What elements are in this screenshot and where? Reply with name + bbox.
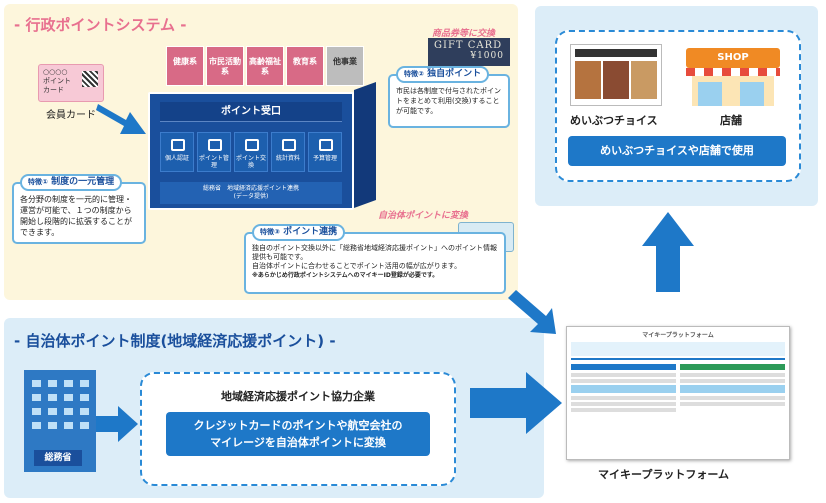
category-other: 他事業 bbox=[326, 46, 364, 86]
qr-code-icon bbox=[82, 71, 98, 87]
building-side bbox=[354, 81, 376, 209]
member-card-label: 会員カード bbox=[46, 110, 96, 121]
shop-label: 店舗 bbox=[720, 114, 742, 127]
municipal-point-heading: - 自治体ポイント制度(地域経済応援ポイント) - bbox=[14, 332, 336, 350]
mykey-platform-screenshot: マイキープラットフォーム bbox=[566, 326, 790, 460]
feature-3-box: 特徴③ ポイント連携 独自のポイント交換以外に「総務省地域経済応援ポイント」への… bbox=[244, 224, 506, 294]
function-row: 個人認証 ポイント管理 ポイント交換 統計資料 予算管理 bbox=[160, 132, 342, 172]
assist-bar: 総務省 地域経済応援ポイント連携 (データ提供) bbox=[160, 182, 342, 204]
shop-sign: SHOP bbox=[686, 48, 780, 68]
arrow-to-system-icon bbox=[96, 104, 146, 134]
mykey-platform-label: マイキープラットフォーム bbox=[598, 468, 730, 481]
shop-icon: SHOP bbox=[686, 48, 780, 106]
chart-icon bbox=[282, 139, 296, 151]
cooperating-companies-title: 地域経済応援ポイント協力企業 bbox=[221, 390, 375, 403]
meibutsu-choice-thumbnail bbox=[570, 44, 662, 106]
member-card: ○○○○ ポイント カード bbox=[38, 64, 104, 102]
document-icon bbox=[208, 139, 222, 151]
arrow-up-icon bbox=[642, 212, 694, 292]
category-elderly: 高齢福祉系 bbox=[246, 46, 284, 86]
feature-1-box: 特徴① 制度の一元管理 各分野の制度を一元的に管理・運営が可能で、１つの制度から… bbox=[12, 174, 146, 244]
category-row: 健康系 市民活動系 高齢福祉系 教育系 他事業 bbox=[166, 46, 364, 86]
feature-3-tag: 特徴③ ポイント連携 bbox=[252, 224, 346, 241]
category-education: 教育系 bbox=[286, 46, 324, 86]
gift-card-image: GIFT CARD¥1000 bbox=[428, 38, 510, 66]
feature-2-tag: 特徴② 独自ポイント bbox=[396, 66, 490, 83]
conversion-banner: クレジットカードのポイントや航空会社の マイレージを自治体ポイントに変換 bbox=[166, 412, 430, 456]
function-exchange: ポイント交換 bbox=[234, 132, 268, 172]
feature-1-tag: 特徴① 制度の一元管理 bbox=[20, 174, 123, 191]
function-stats: 統計資料 bbox=[271, 132, 305, 172]
municipal-convert-note: 自治体ポイントに変換 bbox=[378, 211, 469, 221]
ministry-label: 総務省 bbox=[34, 450, 82, 466]
computer-icon bbox=[171, 139, 185, 151]
arrow-to-platform-big-icon bbox=[470, 372, 562, 434]
category-civic: 市民活動系 bbox=[206, 46, 244, 86]
gift-exchange-note: 商品券等に交換 bbox=[432, 29, 496, 39]
meibutsu-choice-label: めいぶつチョイス bbox=[570, 114, 658, 127]
arrow-right-small-icon bbox=[96, 406, 138, 442]
arrow-to-platform-icon bbox=[508, 290, 556, 334]
category-health: 健康系 bbox=[166, 46, 204, 86]
point-receive-bar: ポイント受口 bbox=[160, 102, 342, 122]
exchange-icon bbox=[245, 139, 259, 151]
function-manage: ポイント管理 bbox=[197, 132, 231, 172]
feature-2-box: 特徴② 独自ポイント 市民は各制度で付与されたポイントをまとめて利用(交換)する… bbox=[388, 66, 510, 128]
admin-point-heading: - 行政ポイントシステム - bbox=[14, 16, 187, 34]
function-budget: 予算管理 bbox=[308, 132, 342, 172]
function-auth: 個人認証 bbox=[160, 132, 194, 172]
calculator-icon bbox=[319, 139, 333, 151]
use-at-stores-banner: めいぶつチョイスや店舗で使用 bbox=[568, 136, 786, 166]
